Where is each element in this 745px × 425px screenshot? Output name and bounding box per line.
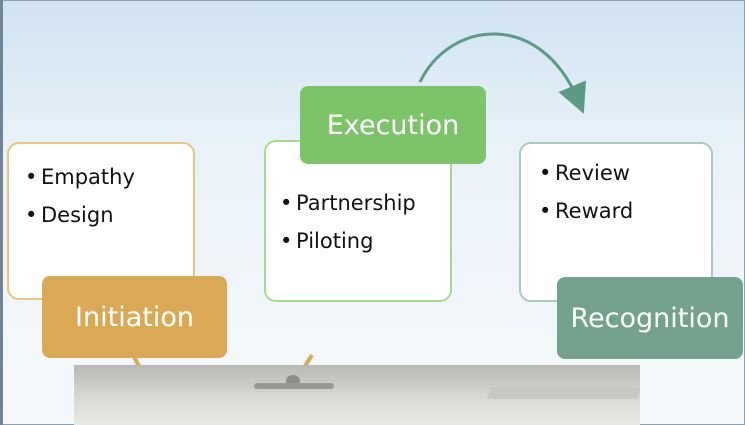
card-recognition: •Review •Reward	[519, 142, 713, 302]
label-execution: Execution	[300, 86, 486, 164]
initiation-items: •Empathy •Design	[9, 144, 193, 234]
card-execution: •Partnership •Piloting	[264, 140, 452, 302]
recognition-items: •Review •Reward	[521, 144, 711, 230]
ceiling-fan-blade	[254, 383, 334, 389]
card-initiation: •Empathy •Design	[7, 142, 195, 300]
list-item: •Empathy	[25, 165, 135, 189]
label-initiation: Initiation	[42, 276, 227, 358]
ceiling-light-fixture	[486, 387, 640, 399]
list-item: •Review	[539, 161, 630, 185]
label-recognition: Recognition	[557, 277, 743, 359]
list-item: •Partnership	[280, 191, 416, 215]
list-item: •Reward	[539, 199, 634, 223]
list-item: •Design	[25, 203, 114, 227]
ceiling-photo	[74, 365, 640, 425]
arrow-execution-to-recognition	[418, 32, 586, 114]
arrow-execution-stub	[303, 353, 314, 368]
execution-items: •Partnership •Piloting	[266, 142, 450, 260]
slide-edge	[0, 0, 3, 425]
list-item: •Piloting	[280, 229, 374, 253]
